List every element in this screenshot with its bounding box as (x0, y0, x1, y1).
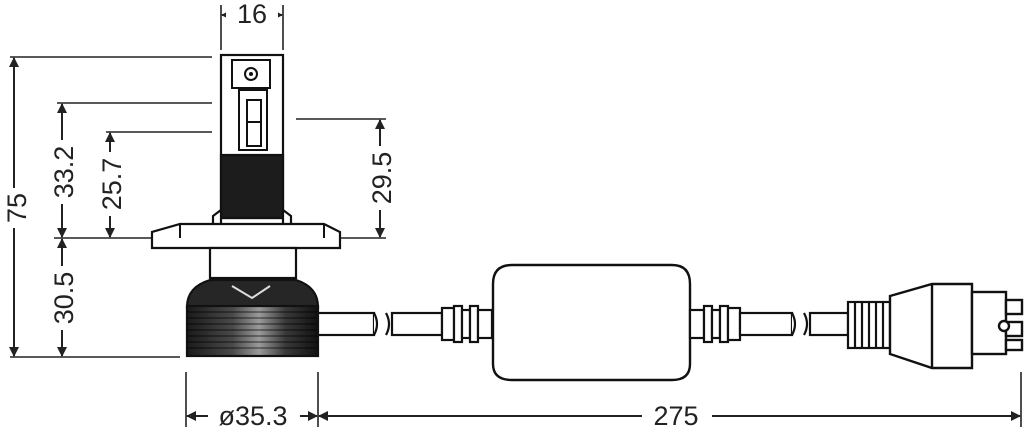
dim-right-height: 29.5 (367, 152, 397, 205)
dim-mid-height: 25.7 (97, 158, 127, 211)
dimension-labels: 16 75 33.2 25.7 29.5 30.5 ø35.3 275 (2, 0, 699, 429)
dim-top-width: 16 (237, 0, 267, 29)
dim-total-height: 75 (2, 193, 32, 223)
control-module (491, 263, 692, 382)
dim-upper-height: 33.2 (49, 146, 79, 199)
cable-right (688, 300, 892, 350)
h4-plug-connector (888, 282, 1024, 370)
dim-diameter: ø35.3 (218, 401, 287, 429)
cable (373, 304, 494, 344)
led-bulb (150, 53, 376, 358)
dim-base-height: 30.5 (49, 272, 79, 325)
dim-cable-length: 275 (653, 401, 698, 429)
extension-lines (10, 5, 1022, 427)
